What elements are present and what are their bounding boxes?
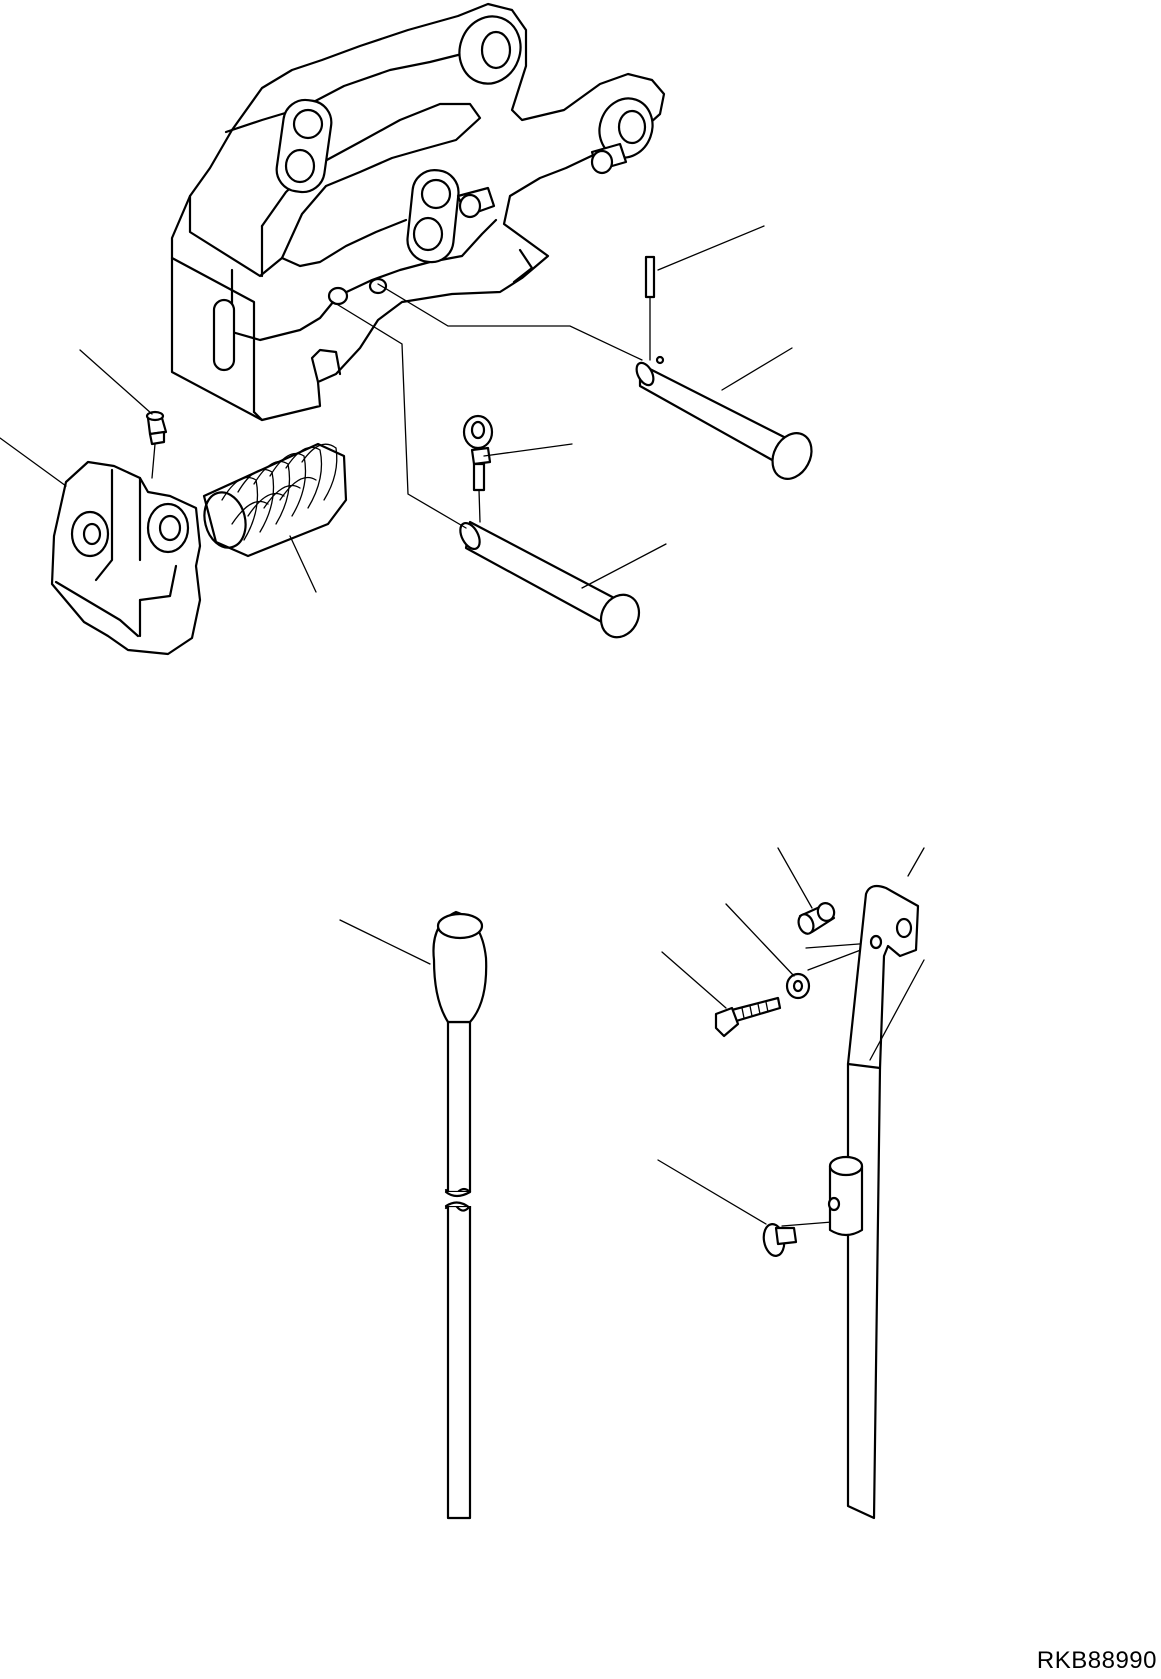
bolt bbox=[661, 951, 782, 1038]
lever-bracket bbox=[827, 847, 925, 1520]
roll-pin bbox=[644, 255, 656, 299]
coupler-body bbox=[170, 2, 666, 422]
assembly-guide-lines bbox=[151, 283, 873, 1227]
release-lever bbox=[339, 910, 488, 1520]
grease-fitting bbox=[145, 410, 168, 446]
pin-upper bbox=[635, 355, 813, 480]
pin-lower bbox=[459, 520, 641, 639]
bushing bbox=[777, 847, 836, 935]
leader-lines-upper bbox=[0, 225, 793, 593]
washer bbox=[725, 903, 811, 1000]
spring bbox=[202, 442, 348, 558]
latch-hook bbox=[50, 460, 202, 656]
drawing-code-label: RKB88990 bbox=[1036, 1647, 1157, 1674]
set-screw bbox=[657, 1159, 798, 1257]
lock-pin bbox=[462, 414, 494, 492]
